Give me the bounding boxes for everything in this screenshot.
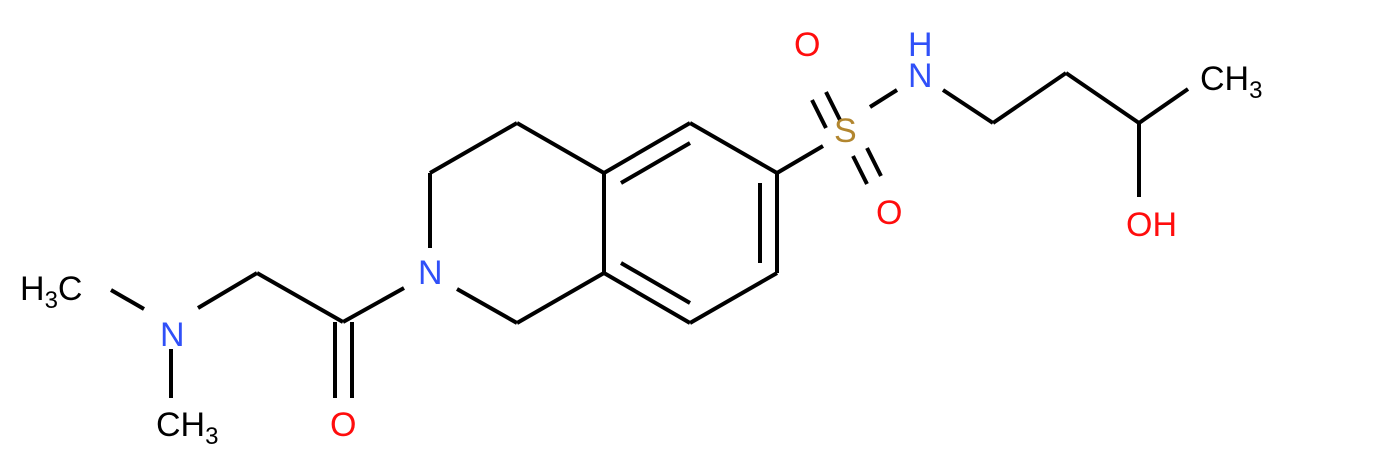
- atom-h-sulfonamide: H: [908, 26, 933, 64]
- atom-o-sulfonyl-bottom: O: [876, 194, 902, 232]
- bond-c3-ch3: [1137, 87, 1190, 125]
- atom-h3c-left: H3C: [20, 270, 82, 314]
- bond-nring-c1: [456, 287, 518, 325]
- bond-s-nh: [868, 88, 899, 109]
- atom-o-sulfonyl-top: O: [794, 26, 820, 64]
- bond-c7-c8: [689, 271, 778, 325]
- bond-h3c-n: [110, 288, 145, 311]
- bond-c1-c2: [991, 71, 1068, 125]
- bond-c4a-c5-inner: [619, 141, 692, 185]
- atom-n-amine: N: [160, 316, 185, 354]
- atom-n-ring: N: [418, 254, 443, 292]
- atom-ch3-right: CH3: [1200, 60, 1262, 104]
- bond-c6-s: [775, 144, 825, 175]
- bond-c8-c8a: [602, 271, 692, 325]
- bond-n-ch2: [196, 271, 259, 310]
- atom-labels: H3C N CH3 O N S O O H N CH3 OH: [20, 26, 1262, 450]
- bond-nh-c1: [941, 88, 995, 125]
- bond-co-nring: [342, 286, 405, 324]
- bond-c3-c4: [429, 121, 518, 175]
- bond-c8-c8a-inner: [619, 261, 692, 305]
- bond-s-o-bottom-a: [851, 155, 869, 185]
- bond-c1-c8a: [516, 271, 605, 325]
- bond-c2-c3: [1064, 71, 1141, 125]
- bond-c4a-c5: [602, 121, 692, 175]
- atom-n-sulfonamide: N: [908, 57, 933, 95]
- atom-ch3-bottom: CH3: [156, 406, 218, 450]
- atom-oh: OH: [1126, 206, 1177, 244]
- bond-s-o-bottom-b: [865, 147, 883, 177]
- atom-s-sulfonyl: S: [834, 112, 857, 150]
- bond-s-o-top-b: [824, 91, 842, 121]
- bond-c5-c6: [689, 121, 778, 175]
- bonds: [110, 71, 1190, 398]
- bond-c4-c4a: [516, 121, 605, 175]
- bond-s-o-top-a: [810, 99, 828, 129]
- bond-ch2-co: [256, 271, 344, 324]
- atom-o-carbonyl: O: [330, 406, 356, 444]
